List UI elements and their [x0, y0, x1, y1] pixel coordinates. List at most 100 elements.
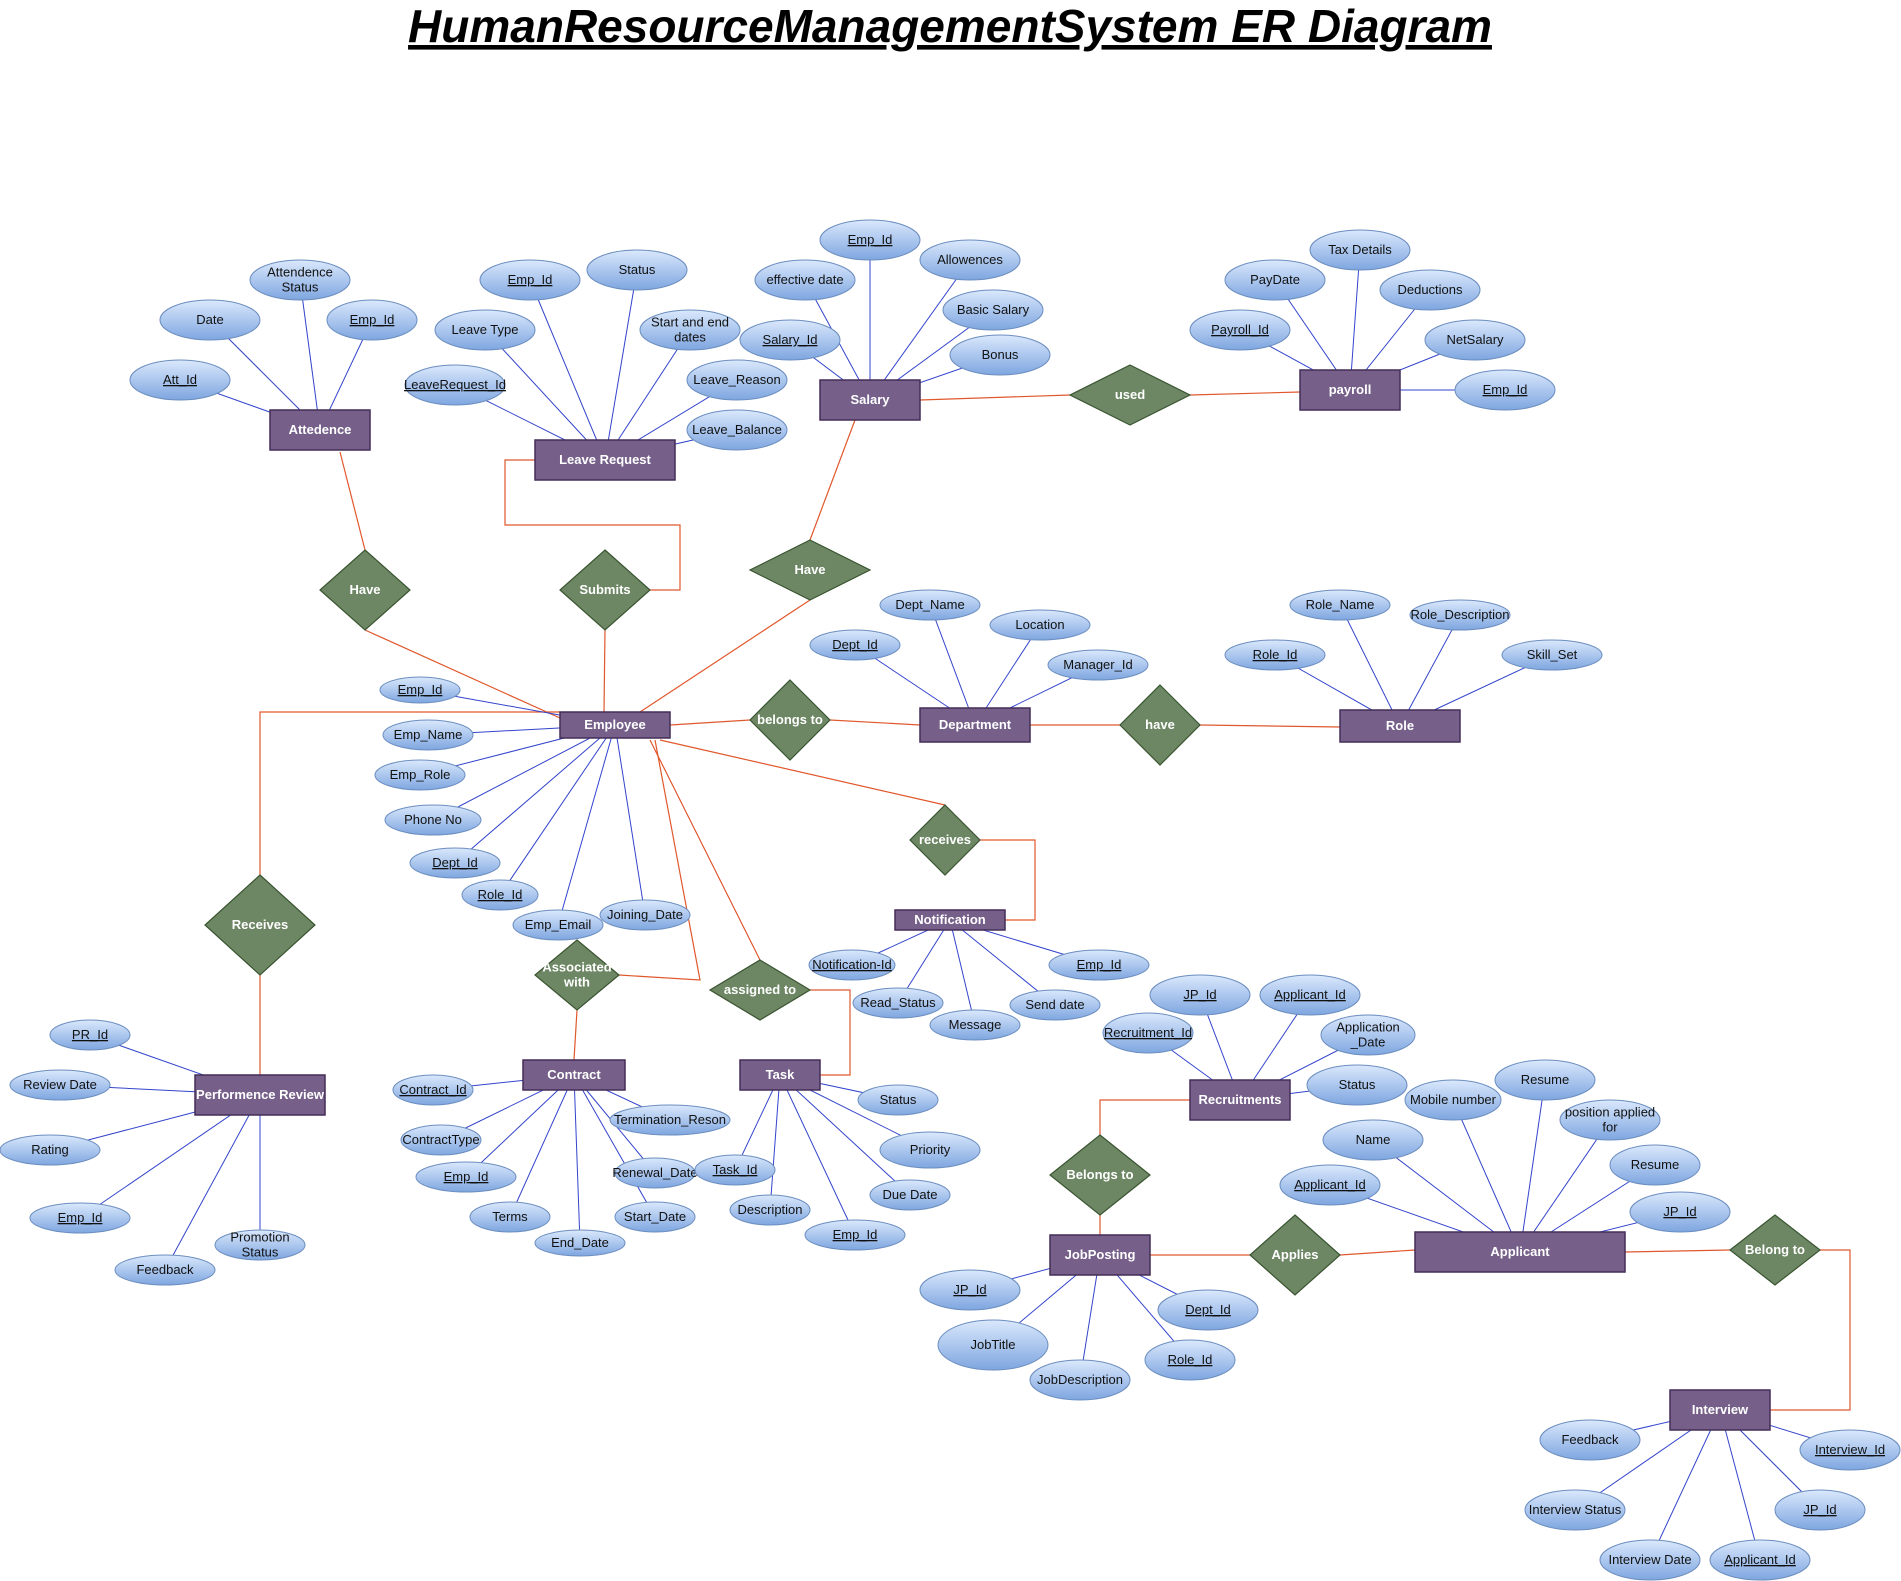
entity-applicant[interactable]: Applicant [1414, 1231, 1626, 1273]
attribute-a_not_id[interactable]: Notification-Id [808, 949, 896, 981]
attribute-a_pr_rating[interactable]: Rating [0, 1134, 101, 1166]
entity-contract[interactable]: Contract [522, 1059, 626, 1091]
attribute-a_sal_emp[interactable]: Emp_Id [819, 219, 921, 261]
attribute-a_dep_mgr[interactable]: Manager_Id [1047, 649, 1149, 681]
entity-salary[interactable]: Salary [819, 379, 921, 421]
attribute-a_app_resume2[interactable]: Resume [1609, 1144, 1701, 1186]
attribute-a_emp_name[interactable]: Emp_Name [382, 719, 474, 751]
attribute-a_sal_bonus[interactable]: Bonus [949, 334, 1051, 376]
attribute-a_pr_date[interactable]: Review Date [9, 1069, 111, 1101]
attribute-a_rec_jp[interactable]: JP_Id [1149, 974, 1251, 1016]
attribute-a_task_desc[interactable]: Description [729, 1194, 811, 1226]
attribute-a_att_date[interactable]: Date [159, 299, 261, 341]
attribute-a_emp_join[interactable]: Joining_Date [599, 899, 691, 931]
attribute-a_con_emp[interactable]: Emp_Id [415, 1161, 517, 1193]
attribute-a_app_jp[interactable]: JP_Id [1629, 1191, 1731, 1233]
attribute-a_rec_app[interactable]: Applicant_Id [1259, 974, 1361, 1016]
relationship-r_have_att[interactable]: Have [319, 549, 411, 631]
attribute-a_int_app[interactable]: Applicant_Id [1709, 1539, 1811, 1581]
attribute-a_sal_allow[interactable]: Allowences [919, 239, 1021, 281]
attribute-a_jp_role[interactable]: Role_Id [1144, 1339, 1236, 1381]
entity-notification[interactable]: Notification [894, 909, 1006, 931]
attribute-a_sal_id[interactable]: Salary_Id [739, 319, 841, 361]
attribute-a_task_id[interactable]: Task_Id [694, 1154, 776, 1186]
attribute-a_lr_status[interactable]: Status [586, 249, 688, 291]
entity-attendance[interactable]: Attedence [269, 409, 371, 451]
attribute-a_pay_net[interactable]: NetSalary [1424, 319, 1526, 361]
attribute-a_dep_id[interactable]: Dept_Id [809, 629, 901, 661]
relationship-r_receives_pr[interactable]: Receives [204, 874, 316, 976]
attribute-a_emp_roleid[interactable]: Role_Id [461, 879, 539, 911]
attribute-a_lr_balance[interactable]: Leave_Balance [686, 409, 788, 451]
attribute-a_con_start[interactable]: Start_Date [614, 1201, 696, 1233]
entity-interview[interactable]: Interview [1669, 1389, 1771, 1431]
attribute-a_rec_status[interactable]: Status [1306, 1064, 1408, 1106]
attribute-a_jp_id[interactable]: JP_Id [919, 1269, 1021, 1311]
attribute-a_emp_phone[interactable]: Phone No [384, 804, 482, 836]
attribute-a_not_emp[interactable]: Emp_Id [1048, 949, 1150, 981]
attribute-a_jp_dept[interactable]: Dept_Id [1157, 1289, 1259, 1331]
relationship-r_belongs_to[interactable]: Belongs to [1049, 1134, 1151, 1216]
attribute-a_lr_type[interactable]: Leave Type [434, 309, 536, 351]
attribute-a_lr_id[interactable]: LeaveRequest_Id [404, 364, 506, 406]
relationship-r_applies[interactable]: Applies [1249, 1214, 1341, 1296]
relationship-r_submits[interactable]: Submits [559, 549, 651, 631]
attribute-a_pay_date[interactable]: PayDate [1224, 259, 1326, 301]
attribute-a_pay_ded[interactable]: Deductions [1379, 269, 1481, 311]
attribute-a_not_msg[interactable]: Message [929, 1009, 1021, 1041]
attribute-a_pr_id[interactable]: PR_Id [49, 1019, 131, 1051]
attribute-a_dep_name[interactable]: Dept_Name [879, 589, 981, 621]
attribute-a_not_send[interactable]: Send date [1009, 989, 1101, 1021]
entity-department[interactable]: Department [919, 707, 1031, 743]
attribute-a_not_read[interactable]: Read_Status [852, 987, 944, 1019]
attribute-a_pay_tax[interactable]: Tax Details [1309, 229, 1411, 271]
attribute-a_task_priority[interactable]: Priority [879, 1131, 981, 1169]
entity-role[interactable]: Role [1339, 709, 1461, 743]
attribute-a_jp_desc[interactable]: JobDescription [1029, 1359, 1131, 1401]
attribute-a_con_end[interactable]: End_Date [534, 1229, 626, 1257]
attribute-a_con_term[interactable]: Termination_Reson [609, 1104, 731, 1136]
attribute-a_app_resume1[interactable]: Resume [1494, 1059, 1596, 1101]
attribute-a_emp_dept[interactable]: Dept_Id [409, 847, 501, 879]
relationship-r_used[interactable]: used [1068, 364, 1192, 426]
attribute-a_rec_appdate[interactable]: Application_Date [1320, 1014, 1416, 1056]
entity-leave[interactable]: Leave Request [534, 439, 676, 481]
attribute-a_att_emp[interactable]: Emp_Id [326, 299, 418, 341]
entity-recruit[interactable]: Recruitments [1189, 1079, 1291, 1121]
attribute-a_pay_emp[interactable]: Emp_Id [1454, 369, 1556, 411]
entity-employee[interactable]: Employee [559, 711, 671, 739]
relationship-r_have_role[interactable]: have [1119, 684, 1201, 766]
attribute-a_lr_emp[interactable]: Emp_Id [479, 259, 581, 301]
relationship-r_belongs[interactable]: belongs to [749, 679, 831, 761]
attribute-a_con_terms[interactable]: Terms [469, 1201, 551, 1233]
attribute-a_sal_basic[interactable]: Basic Salary [942, 289, 1044, 331]
attribute-a_con_renew[interactable]: Renewal_Date [612, 1157, 698, 1189]
attribute-a_emp_email[interactable]: Emp_Email [512, 909, 604, 941]
attribute-a_pr_emp[interactable]: Emp_Id [29, 1202, 131, 1234]
relationship-r_have_sal[interactable]: Have [748, 539, 872, 601]
attribute-a_att_id[interactable]: Att_Id [129, 359, 231, 401]
attribute-a_int_status[interactable]: Interview Status [1524, 1489, 1626, 1531]
attribute-a_rec_id[interactable]: Recruitment_Id [1102, 1012, 1194, 1054]
attribute-a_con_type[interactable]: ContractType [400, 1124, 482, 1156]
attribute-a_sal_eff[interactable]: effective date [754, 259, 856, 301]
relationship-r_belong_to[interactable]: Belong to [1729, 1214, 1821, 1286]
entity-jobposting[interactable]: JobPosting [1049, 1234, 1151, 1276]
attribute-a_dep_loc[interactable]: Location [989, 609, 1091, 641]
attribute-a_int_id[interactable]: Interview_Id [1799, 1429, 1901, 1471]
attribute-a_int_jp[interactable]: JP_Id [1774, 1489, 1866, 1531]
entity-task[interactable]: Task [739, 1059, 821, 1091]
attribute-a_jp_title[interactable]: JobTitle [937, 1319, 1049, 1371]
attribute-a_int_date[interactable]: Interview Date [1599, 1539, 1701, 1581]
entity-payroll[interactable]: payroll [1299, 369, 1401, 411]
relationship-r_receives_n[interactable]: receives [909, 804, 981, 876]
attribute-a_app_mobile[interactable]: Mobile number [1404, 1079, 1502, 1121]
attribute-a_emp_role[interactable]: Emp_Role [374, 759, 466, 791]
attribute-a_role_id[interactable]: Role_Id [1224, 639, 1326, 671]
attribute-a_app_name[interactable]: Name [1322, 1119, 1424, 1161]
attribute-a_role_skill[interactable]: Skill_Set [1501, 639, 1603, 671]
attribute-a_con_id[interactable]: Contract_Id [392, 1074, 474, 1106]
